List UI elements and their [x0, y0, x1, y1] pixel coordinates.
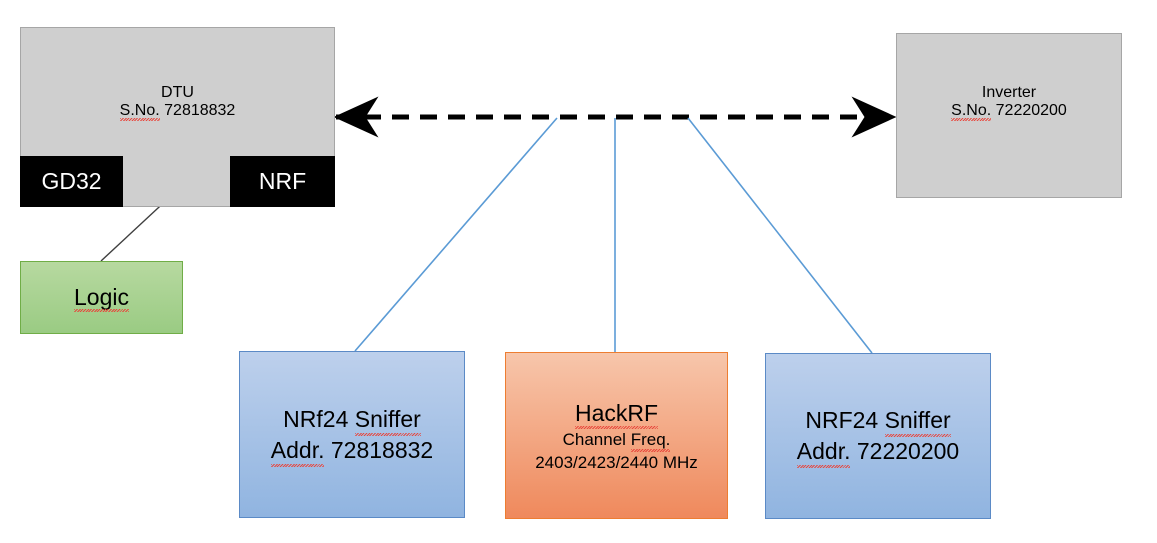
dtu-serial-prefix: S.No. — [119, 102, 160, 121]
hackrf-title: HackRF — [574, 399, 659, 429]
hackrf-subtitle-word1: Channel — [562, 429, 626, 449]
sniffer-left-tap-line — [354, 117, 558, 352]
logic-label: Logic — [74, 284, 129, 312]
sniffer-left-chip: NRf24 — [283, 405, 349, 432]
hackrf-subtitle-row: Channel Freq. — [562, 428, 671, 452]
inverter-node[interactable] — [896, 33, 1122, 198]
sniffer-left-line2: Addr. 72818832 — [270, 435, 434, 467]
nrf-node[interactable]: NRF — [230, 156, 335, 207]
sniffer-left-node[interactable]: NRf24 Sniffer Addr. 72818832 — [239, 351, 465, 518]
inverter-serial: S.No. 72220200 — [896, 102, 1122, 121]
sniffer-right-role: Sniffer — [884, 405, 951, 437]
sniffer-right-line2: Addr. 72220200 — [796, 436, 960, 468]
sniffer-left-line1: NRf24 Sniffer — [283, 404, 421, 436]
dtu-serial-number: 72818832 — [164, 102, 236, 119]
sniffer-right-chip: NRF24 — [805, 407, 879, 433]
sniffer-right-tap-line — [687, 117, 873, 354]
sniffer-left-addr-prefix: Addr. — [270, 435, 324, 467]
dtu-name: DTU — [161, 84, 194, 101]
logic-node[interactable]: Logic — [20, 261, 183, 334]
hackrf-node[interactable]: HackRF Channel Freq. 2403/2423/2440 MHz — [505, 352, 728, 519]
gd32-node[interactable]: GD32 — [20, 156, 123, 207]
sniffer-right-addr-value: 72220200 — [856, 438, 960, 464]
sniffer-left-addr-value: 72818832 — [330, 436, 434, 463]
sniffer-right-addr-prefix: Addr. — [796, 436, 850, 468]
sniffer-left-role: Sniffer — [354, 404, 421, 436]
inverter-label-group: Inverter S.No. 72220200 — [896, 84, 1122, 121]
gd32-label: GD32 — [41, 168, 102, 194]
inverter-serial-number: 72220200 — [995, 102, 1067, 119]
hackrf-subtitle-word2: Freq. — [630, 429, 671, 452]
dtu-serial: S.No. 72818832 — [20, 102, 335, 121]
dtu-label-group: DTU S.No. 72818832 — [20, 84, 335, 121]
hackrf-title-row: HackRF — [574, 398, 659, 429]
sniffer-right-node[interactable]: NRF24 Sniffer Addr. 72220200 — [765, 353, 991, 519]
inverter-serial-prefix: S.No. — [951, 102, 992, 121]
inverter-name: Inverter — [981, 84, 1037, 101]
nrf-label: NRF — [258, 168, 307, 194]
hackrf-frequencies: 2403/2423/2440 MHz — [535, 452, 698, 472]
sniffer-right-line1: NRF24 Sniffer — [805, 405, 951, 437]
